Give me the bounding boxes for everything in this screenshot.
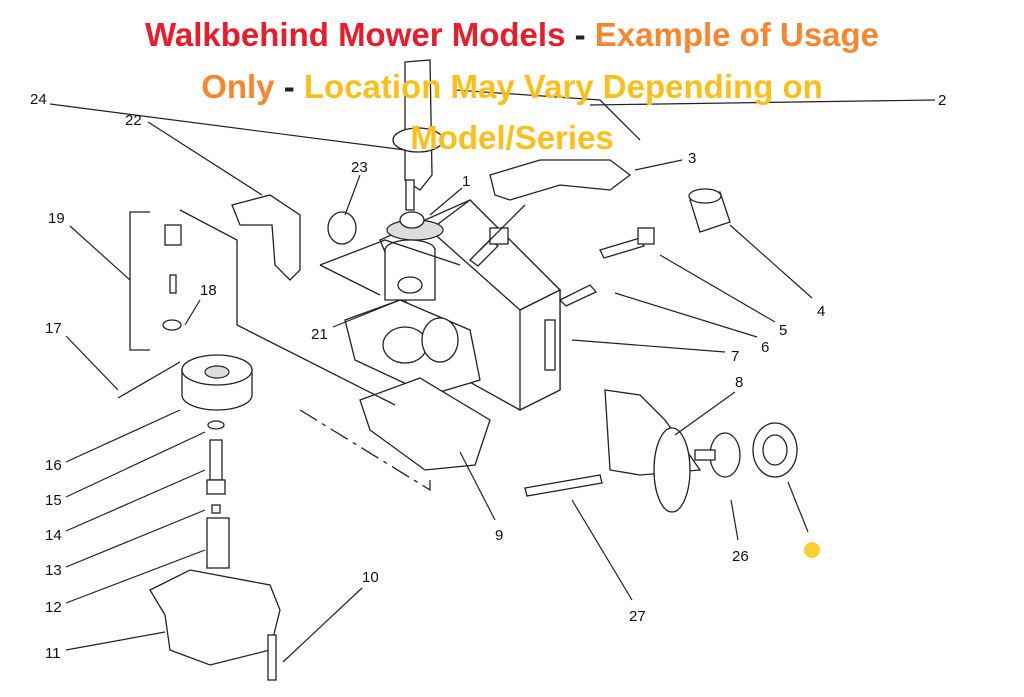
callout-6: 6 xyxy=(761,339,769,356)
gasket xyxy=(359,377,491,471)
callout-17: 17 xyxy=(45,320,62,337)
throttle-shaft xyxy=(392,59,444,211)
plate-bracket xyxy=(231,194,301,281)
callout-8: 8 xyxy=(735,374,743,391)
callout-5: 5 xyxy=(779,322,787,339)
callout-21: 21 xyxy=(311,326,328,343)
title-line-3: Model/Series xyxy=(0,112,1024,164)
title-location: Location May Vary Depending on xyxy=(303,68,823,105)
title-only: Only xyxy=(201,68,275,105)
title-series: Model/Series xyxy=(410,119,614,156)
title-separator: - xyxy=(565,16,595,53)
callout-1: 1 xyxy=(462,173,470,190)
leader-lines xyxy=(49,99,936,663)
diaphragm xyxy=(653,427,691,513)
screw xyxy=(558,284,598,307)
callout-2: 2 xyxy=(938,92,946,109)
group-bracket xyxy=(129,211,150,351)
callout-7: 7 xyxy=(731,348,739,365)
callout-11: 11 xyxy=(45,645,61,662)
fitting xyxy=(694,432,741,478)
callout-26: 26 xyxy=(732,548,749,565)
callout-27: 27 xyxy=(629,608,646,625)
float xyxy=(181,354,253,411)
float-pin xyxy=(117,361,181,399)
callout-10: 10 xyxy=(362,569,379,586)
title-line-2: Only - Location May Vary Depending on xyxy=(0,61,1024,113)
bowl xyxy=(149,569,281,666)
screw xyxy=(599,237,645,259)
callout-22: 22 xyxy=(125,112,142,129)
link-rod xyxy=(454,89,641,141)
bracket xyxy=(489,159,632,201)
carburetor-body xyxy=(344,199,562,412)
callout-25-yellow-dot xyxy=(804,542,820,558)
callout-4: 4 xyxy=(817,303,825,320)
cap xyxy=(688,188,731,233)
callout-3: 3 xyxy=(688,150,696,167)
callout-9: 9 xyxy=(495,527,503,544)
callout-12: 12 xyxy=(45,599,62,616)
callout-24: 24 xyxy=(30,91,47,108)
title-separator: - xyxy=(274,68,304,105)
title-models: Walkbehind Mower Models xyxy=(144,16,566,53)
callout-labels: 1 2 3 4 5 6 7 8 9 10 11 12 13 14 15 16 1… xyxy=(30,91,946,662)
callout-14: 14 xyxy=(45,527,62,544)
callout-19: 19 xyxy=(48,210,65,227)
pin xyxy=(524,474,603,497)
cover xyxy=(752,422,798,478)
callout-18: 18 xyxy=(200,282,217,299)
throttle-plate xyxy=(327,211,357,245)
callout-23: 23 xyxy=(351,159,368,176)
callout-13: 13 xyxy=(45,562,62,579)
title-line-1: Walkbehind Mower Models - Example of Usa… xyxy=(0,9,1024,61)
callout-16: 16 xyxy=(45,457,62,474)
title-example: Example of Usage xyxy=(594,16,880,53)
callout-15: 15 xyxy=(45,492,62,509)
screw-head xyxy=(637,227,655,245)
